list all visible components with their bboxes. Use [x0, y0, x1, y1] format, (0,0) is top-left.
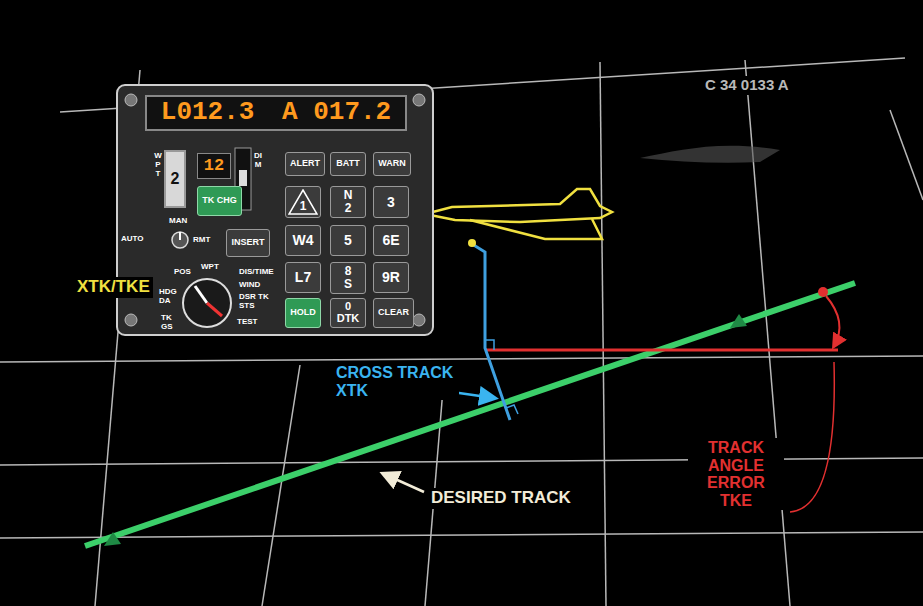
waypoint-marker [104, 532, 121, 546]
track-point [818, 287, 828, 297]
text-label: WPT [153, 152, 163, 178]
grid-lines [0, 58, 923, 606]
text-label: HDG DA [158, 288, 180, 306]
text-label: DIM [253, 152, 263, 170]
key-label: 0 [345, 301, 351, 313]
key-label: 2 [345, 202, 352, 215]
concorde-outline [425, 189, 612, 239]
cross-track-line [472, 244, 510, 420]
aircraft-position-dot [468, 239, 476, 247]
panel-key: 3 [373, 186, 409, 218]
panel-key: HOLD [285, 298, 321, 328]
panel-key: CLEAR [373, 298, 414, 328]
text-label: TRACK ANGLE ERROR TKE [688, 438, 784, 510]
key-label: S [344, 278, 352, 291]
text-label: CROSS TRACK XTK [333, 363, 459, 400]
aircraft-track-line [485, 349, 838, 352]
waypoint-window: 2 [164, 150, 186, 208]
key-label: BATT [336, 159, 359, 168]
key-label: 1 [300, 200, 307, 213]
text-label: POS [173, 268, 192, 277]
key-label: DTK [337, 313, 360, 325]
panel-key: 8S [330, 262, 366, 294]
panel-key: 5 [330, 225, 366, 256]
text-label: C 34 0133 A [702, 76, 792, 95]
panel-key: INSERT [226, 229, 270, 257]
led-display: 12 [197, 153, 231, 179]
key-label: 9R [382, 270, 400, 285]
key-label: 6E [382, 233, 399, 248]
panel-key: WARN [373, 152, 411, 176]
key-label: A 017.2 [282, 99, 391, 126]
panel-key: N2 [330, 186, 366, 218]
text-label: AUTO [120, 235, 145, 244]
panel-key: 6E [373, 225, 409, 256]
text-label: DESIRED TRACK [428, 488, 574, 509]
key-label: 3 [387, 195, 395, 210]
mode-knob [172, 232, 188, 248]
control-display-unit [117, 85, 433, 335]
key-label: CLEAR [378, 308, 409, 317]
panel-key: 9R [373, 262, 409, 293]
key-label: L012.3 [161, 99, 255, 126]
led-display: L012.3 A 017.2 [145, 95, 407, 131]
key-label: 8 [345, 265, 352, 278]
angle-arc [826, 296, 839, 346]
text-label: WPT [200, 263, 220, 272]
waypoint-marker [730, 314, 747, 328]
key-label: L7 [295, 270, 311, 285]
panel-key: 0DTK [330, 298, 366, 328]
panel-screws [125, 94, 425, 326]
text-label: TEST [236, 318, 258, 327]
text-label: XTK/TKE [74, 277, 153, 298]
text-label: WIND [238, 281, 261, 290]
leader-arrow [384, 474, 424, 492]
panel-key: L7 [285, 262, 321, 293]
text-label: DIS/TIME [238, 268, 275, 277]
right-angle-mark [485, 340, 494, 350]
leader-line [790, 362, 834, 512]
key-label: 2 [171, 171, 180, 188]
panel-key: W4 [285, 225, 321, 256]
key-label: 5 [344, 233, 352, 248]
key-label: N [344, 189, 353, 202]
key-label: 12 [204, 157, 224, 175]
panel-key: BATT [330, 152, 366, 176]
key-label: TK CHG [202, 196, 237, 205]
key-label: INSERT [231, 238, 264, 247]
text-label: TK GS [160, 314, 182, 332]
key-label: ALERT [290, 159, 320, 168]
text-label: MAN [168, 217, 188, 226]
text-label: RMT [192, 236, 211, 245]
key-label: W4 [293, 233, 314, 248]
panel-key: 1 [285, 186, 321, 218]
panel-key: ALERT [285, 152, 325, 176]
key-label: WARN [378, 159, 406, 168]
key-label: HOLD [290, 308, 316, 317]
right-angle-mark [506, 405, 518, 414]
dim-slider [239, 170, 247, 186]
mode-selector [183, 279, 231, 327]
distant-aircraft [640, 146, 780, 163]
panel-key: TK CHG [197, 186, 242, 216]
text-label: DSR TK STS [238, 293, 270, 311]
